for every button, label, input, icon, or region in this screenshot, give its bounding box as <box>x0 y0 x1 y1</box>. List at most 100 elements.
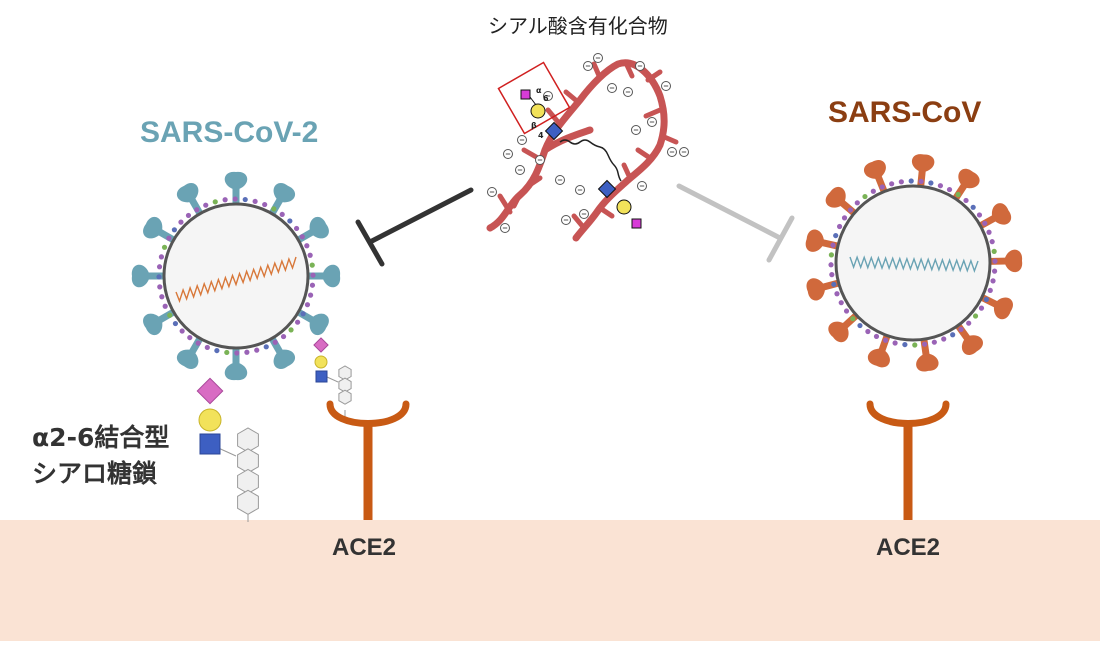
compound-side-chain <box>621 162 633 181</box>
membrane-protein-dot <box>972 313 979 319</box>
membrane-protein-dot <box>889 181 895 187</box>
membrane-protein-dot <box>300 311 306 317</box>
sialic-acid-compound: α 6 β 4 <box>486 53 689 242</box>
membrane-protein-dot <box>272 339 278 345</box>
membrane-protein-dot <box>892 340 898 346</box>
membrane-protein-dot <box>879 184 885 190</box>
membrane-protein-dot <box>244 349 250 355</box>
membrane-protein-dot <box>991 268 998 274</box>
negative-charge <box>500 223 510 233</box>
membrane-protein-dot <box>955 191 961 198</box>
membrane-protein-dot <box>288 327 294 333</box>
sars-cov-membrane-proteins <box>828 178 998 348</box>
negative-charge <box>503 149 513 159</box>
negative-charge <box>635 61 645 71</box>
negative-charge <box>607 83 617 93</box>
compound-side-chain <box>645 69 663 83</box>
negative-charge <box>561 215 571 225</box>
membrane-protein-dot <box>309 282 316 288</box>
membrane-protein-dot <box>918 178 924 185</box>
membrane-protein-dot <box>195 340 201 346</box>
membrane-protein-dot <box>946 186 953 193</box>
membrane-protein-dot <box>279 211 285 218</box>
membrane-protein-dot <box>307 292 314 298</box>
compound-negative-charges <box>487 53 689 233</box>
membrane-protein-dot <box>902 341 908 348</box>
compound-side-chain <box>597 205 615 219</box>
membrane-protein-dot <box>179 328 185 334</box>
membrane-protein-dot <box>931 339 937 345</box>
membrane-protein-dot <box>991 248 997 254</box>
glycan-core-hexagons <box>237 427 259 515</box>
linkage-highlight-box: α 6 β 4 <box>497 61 571 140</box>
compound-side-chain <box>545 107 561 125</box>
compound-side-chains <box>497 60 679 231</box>
ace2-receptor-right <box>866 400 950 520</box>
membrane-protein-dot <box>857 322 863 329</box>
sars-cov-2-title: SARS-CoV-2 <box>140 116 319 149</box>
membrane-protein-dot <box>941 336 947 342</box>
membrane-protein-dot <box>989 239 995 245</box>
sars-cov-virus <box>805 154 1023 372</box>
membrane-protein-dot <box>162 303 168 309</box>
membrane-protein-dot <box>304 302 311 308</box>
membrane-protein-dot <box>831 281 837 287</box>
membrane-protein-dot <box>870 188 876 194</box>
glycan-hexagon <box>338 389 352 405</box>
membrane-protein-dot <box>263 344 269 350</box>
membrane-protein-dot <box>280 333 287 340</box>
compound-glcnac-2 <box>597 179 617 199</box>
membrane-protein-dot <box>847 207 854 213</box>
membrane-protein-dot <box>203 202 209 208</box>
negative-charge <box>517 135 527 145</box>
membrane-protein-dot <box>294 319 301 325</box>
membrane-protein-dot <box>873 333 880 340</box>
membrane-protein-dot <box>242 196 248 203</box>
negative-charge <box>543 91 553 101</box>
sars-cov-title: SARS-CoV <box>828 96 982 129</box>
negative-charge <box>579 209 589 219</box>
compound-side-chain <box>563 89 581 105</box>
membrane-protein-dot <box>224 349 230 356</box>
membrane-protein-dot <box>254 347 260 353</box>
compound-side-chain <box>643 107 663 119</box>
compound-branch <box>541 126 594 154</box>
membrane-protein-dot <box>963 197 969 204</box>
membrane-protein-dot <box>937 183 944 189</box>
negative-charge <box>679 147 689 157</box>
membrane-protein-dot <box>970 204 976 210</box>
compound-side-chain <box>659 133 679 145</box>
membrane-protein-dot <box>838 300 844 306</box>
membrane-protein-dot <box>157 284 163 290</box>
membrane-protein-dot <box>958 326 964 333</box>
sialoglycan-small <box>313 337 352 420</box>
galactose-circle-small <box>314 355 328 369</box>
compound-side-chain <box>521 147 541 161</box>
membrane-protein-dot <box>307 252 313 258</box>
membrane-protein-dot <box>262 201 268 208</box>
membrane-protein-dot <box>214 347 220 354</box>
sars-cov-2-envelope <box>162 202 310 350</box>
glycan-core-hexagons-small <box>338 365 352 405</box>
negative-charge <box>583 61 593 71</box>
membrane-protein-dot <box>986 229 992 235</box>
membrane-protein-dot <box>862 193 868 200</box>
membrane-protein-dot <box>158 254 165 260</box>
membrane-protein-dot <box>828 252 835 258</box>
beta-label: β <box>531 121 537 130</box>
membrane-protein-dot <box>156 264 163 270</box>
membrane-protein-dot <box>293 225 300 232</box>
membrane-protein-dot <box>299 234 305 240</box>
membrane-protein-dot <box>833 232 839 239</box>
membrane-protein-dot <box>309 262 315 268</box>
box-sialic-acid <box>520 89 531 100</box>
ace2-receptor-left <box>326 400 410 520</box>
membrane-protein-dot <box>928 180 934 186</box>
membrane-protein-dot <box>310 272 316 278</box>
membrane-protein-dot <box>159 294 165 300</box>
compound-side-chain <box>497 193 513 215</box>
membrane-protein-dot <box>865 328 871 335</box>
negative-charge <box>487 187 497 197</box>
membrane-protein-dot <box>836 223 843 230</box>
membrane-protein-dot <box>983 296 990 303</box>
